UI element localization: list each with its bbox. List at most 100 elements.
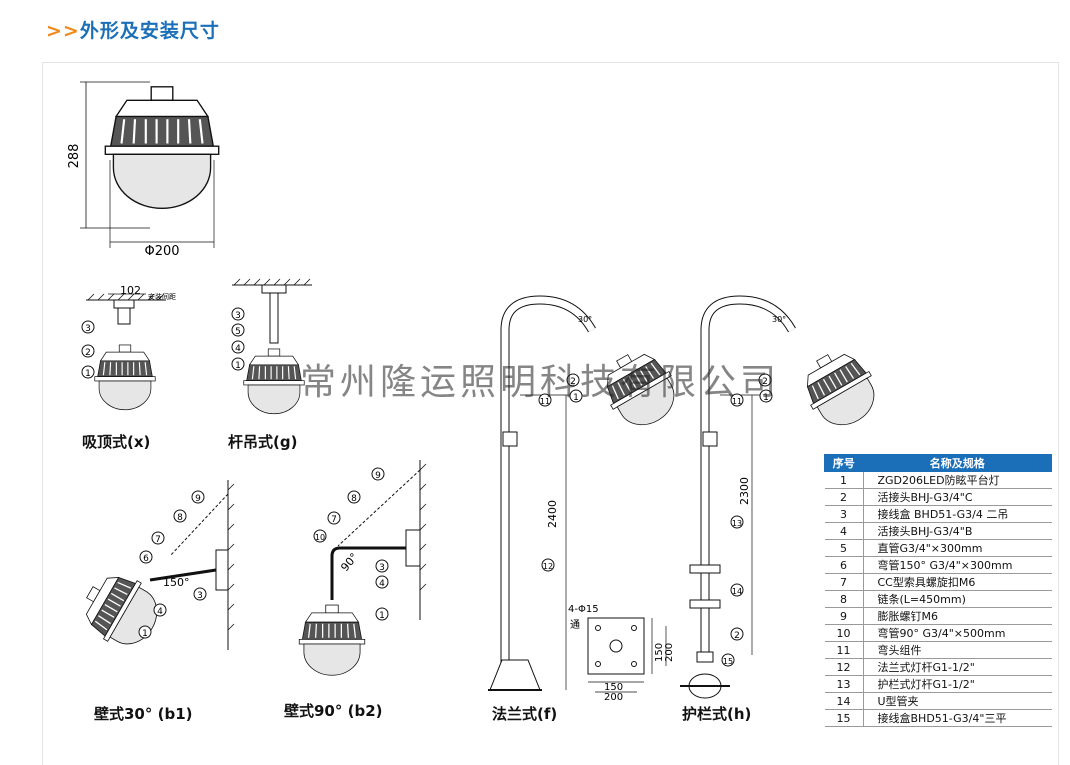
row-name: 接线盒BHD51-G3/4"三平 — [863, 709, 1052, 727]
flange-outer-h: 200 — [604, 692, 623, 703]
row-no: 10 — [824, 624, 864, 642]
row-name: 活接头BHJ-G3/4"C — [863, 488, 1052, 506]
svg-text:9: 9 — [375, 471, 381, 481]
row-no: 11 — [824, 641, 864, 659]
table-header: 序号 名称及规格 — [824, 454, 1052, 472]
caption-wall30: 壁式30° (b1) — [94, 705, 193, 723]
row-no: 2 — [824, 488, 864, 506]
header-no: 序号 — [824, 454, 864, 472]
dim-diameter: Φ200 — [144, 244, 179, 259]
dim-spacing-note: 安装间距 — [148, 292, 176, 301]
svg-text:1: 1 — [763, 393, 769, 403]
svg-text:1: 1 — [142, 629, 148, 639]
flange-inner-v: 150 — [654, 643, 665, 662]
svg-text:11: 11 — [732, 397, 742, 406]
svg-text:2: 2 — [762, 377, 768, 387]
row-no: 1 — [824, 471, 864, 489]
row-name: CC型索具螺旋扣M6 — [863, 573, 1052, 591]
row-name: 弯管90° G3/4"×500mm — [863, 624, 1052, 642]
svg-text:15: 15 — [723, 657, 733, 666]
rod-mount-view: 3 5 4 1 — [231, 278, 313, 415]
svg-text:9: 9 — [195, 494, 201, 504]
svg-text:4: 4 — [379, 579, 385, 589]
svg-text:2: 2 — [734, 631, 740, 641]
svg-text:13: 13 — [732, 519, 742, 528]
svg-text:1: 1 — [85, 369, 91, 379]
svg-text:8: 8 — [177, 513, 183, 523]
header-name: 名称及规格 — [862, 454, 1052, 472]
caption-ceiling: 吸顶式(x) — [82, 433, 151, 451]
row-no: 5 — [824, 539, 864, 557]
wall30-angle: 150° — [163, 576, 190, 589]
row-name: 接线盒 BHD51-G3/4 二吊 — [863, 505, 1052, 523]
flange-holes: 4-Φ15 — [568, 604, 599, 615]
row-name: ZGD206LED防眩平台灯 — [863, 471, 1052, 489]
row-no: 7 — [824, 573, 864, 591]
row-name: 活接头BHJ-G3/4"B — [863, 522, 1052, 540]
row-no: 14 — [824, 692, 864, 710]
svg-text:8: 8 — [351, 494, 357, 504]
svg-text:2: 2 — [570, 377, 576, 387]
svg-text:3: 3 — [85, 324, 91, 334]
row-no: 6 — [824, 556, 864, 574]
row-no: 9 — [824, 607, 864, 625]
main-lamp-view — [80, 81, 220, 248]
row-name: U型管夹 — [863, 692, 1052, 710]
bend-f-angle: 30° — [578, 315, 592, 324]
svg-text:2: 2 — [85, 348, 91, 358]
caption-rod: 杆吊式(g) — [228, 433, 298, 451]
caption-railing: 护栏式(h) — [682, 705, 752, 723]
wall-90-view: 9 8 7 10 3 4 1 — [298, 460, 427, 676]
pole-h-height: 2300 — [738, 477, 751, 505]
svg-text:10: 10 — [315, 533, 325, 542]
ceiling-mount-view: 3 2 1 — [81, 293, 167, 411]
row-name: 膨胀螺钉M6 — [863, 607, 1052, 625]
title-arrows: >> — [46, 20, 80, 42]
row-no: 3 — [824, 505, 864, 523]
svg-text:7: 7 — [331, 515, 337, 525]
svg-text:6: 6 — [143, 554, 149, 564]
row-name: 弯管150° G3/4"×300mm — [863, 556, 1052, 574]
flange-outer-v: 200 — [664, 643, 675, 662]
pole-f-height: 2400 — [546, 500, 559, 528]
wall-30-view: 9 8 7 6 3 4 1 — [72, 480, 235, 658]
svg-text:3: 3 — [197, 591, 203, 601]
svg-text:11: 11 — [540, 397, 550, 406]
flange-detail-view — [587, 617, 667, 693]
row-no: 15 — [824, 709, 864, 727]
svg-text:3: 3 — [235, 311, 241, 321]
svg-text:5: 5 — [235, 327, 241, 337]
svg-text:1: 1 — [235, 361, 241, 371]
row-name: 直管G3/4"×300mm — [863, 539, 1052, 557]
svg-text:3: 3 — [379, 563, 385, 573]
caption-flange: 法兰式(f) — [492, 705, 558, 723]
row-no: 4 — [824, 522, 864, 540]
company-watermark: 常州隆运照明科技有限公司 — [300, 362, 781, 403]
flange-inner-h: 150 — [604, 682, 623, 693]
row-name: 链条(L=450mm) — [863, 590, 1052, 608]
svg-text:4: 4 — [235, 344, 241, 354]
svg-text:14: 14 — [732, 587, 742, 596]
railing-pole-view: 11 13 14 2 15 2 1 — [680, 295, 888, 699]
svg-text:4: 4 — [157, 607, 163, 617]
dim-height: 288 — [67, 144, 82, 169]
svg-text:12: 12 — [543, 562, 553, 571]
title-text: 外形及安装尺寸 — [79, 20, 220, 42]
row-name: 护栏式灯杆G1-1/2" — [863, 675, 1052, 693]
